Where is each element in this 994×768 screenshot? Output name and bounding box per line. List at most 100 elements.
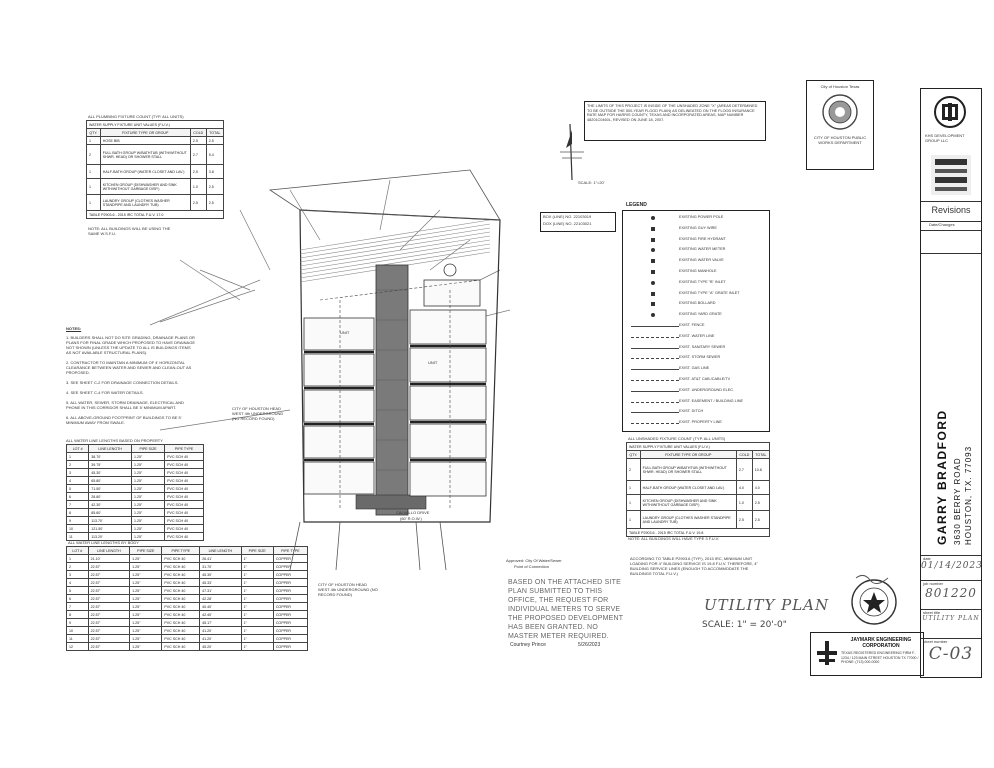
legend-item: EXIST. FENCE [623,321,769,332]
table-header: TOTAL [751,450,771,459]
table-cell: 1.25" [129,618,163,627]
table-cell: 1.25" [129,578,163,587]
water-table-2-title: ALL WATER LINE LENGTHS BY BODY [68,540,139,545]
legend-line-icon [631,369,679,371]
legend-symbol-icon [631,259,679,264]
city-stamp: City of Houston Texas CITY OF HOUSTON PU… [806,80,874,170]
city-stamp-text: CITY OF HOUSTON PUBLIC WORKS DEPARTMENT [813,135,867,145]
table-cell: 7 [65,500,90,509]
table-cell: 22.57' [87,562,131,571]
table-cell: 85.60' [88,508,132,517]
legend-item: EXIST. PROPERTY LINE [623,418,769,429]
water-table-1-title: ALL WATER LINE LENGTHS BASED ON PROPERTY [66,438,163,443]
notes-title: NOTES: [66,326,82,331]
table-cell: 10.8 [751,458,771,481]
table-header: FIXTURE TYPE OR GROUP [99,128,191,137]
street-row: (60' R.O.W.) [400,516,422,521]
table-cell: 8 [66,610,89,619]
table-cell: 22.57' [87,618,131,627]
legend-item: EXISTING POWER POLE [623,213,769,224]
plumbing-table-right-title: ALL UNSHADED FIXTURE COUNT (TYP. ALL UNI… [628,436,726,441]
table-cell: 10 [66,626,89,635]
company-name: KHS DEVELOPMENT GROUP LLC [925,133,965,143]
table-cell: COPPER [272,642,309,651]
legend-item: EXISTING WATER VALVE [623,256,769,267]
table-cell: 1" [240,578,274,587]
pe-seal-icon [851,574,897,625]
table-header: LINE LENGTH [87,546,131,555]
legend-item: EXISTING MANHOLE [623,267,769,278]
table-cell: LAUNDRY GROUP (CLOTHES WASHER STANDPIPE … [639,510,737,529]
legend-label: EXIST. EASEMENT / BUILDING LINE [679,398,744,403]
table-cell: 1.0 [735,494,753,511]
table-cell: 1 [86,164,101,179]
table-cell: 4 [66,578,89,587]
table-cell: PVC SCH 40 [161,626,201,635]
table-cell: 1" [240,594,274,603]
plumbing-table-title: ALL PLUMBING FIXTURE COUNT (TYP. ALL UNI… [88,114,184,119]
legend-label: EXISTING BOLLARD [679,301,716,306]
table-cell: PVC SCH 40 [161,642,201,651]
table-header: LINE LENGTH [88,444,132,453]
legend-symbol-icon [631,226,679,231]
date-value: 01/14/2023 [921,561,983,571]
table-cell: 42.28' [199,594,242,603]
table-cell: 2 [66,562,89,571]
table-cell: 4.0 [751,480,771,495]
revisions-subheader: Date/Changes [921,222,981,231]
legend-label: EXISTING POWER POLE [679,215,724,219]
engineer-details: TEXAS REGISTERED ENGINEERING FIRM F-1234… [841,651,919,664]
table-cell: 1" [240,570,274,579]
legend-label: EXISTING TYPE "A" GRATE INLET [679,290,740,295]
table-cell: COPPER [272,586,309,595]
plumbing-table-right: WATER SUPPLY FIXTURE UNIT VALUES (F.U.V.… [626,442,771,537]
date-label: date [923,556,931,561]
legend-title: LEGEND [626,202,647,208]
sheet-number-value: C-03 [928,644,974,664]
table-cell: 45.17' [199,618,242,627]
city-note-left: CITY OF HOUSTON HEAD WEST 4th UNDERGROUN… [232,406,284,421]
engineer-name: JAYMARK ENGINEERING CORPORATION [850,637,912,649]
sheet-title: UTILITY PLAN [704,596,830,614]
table-cell: 1 [86,136,101,145]
legend-item: EXIST. WATER LINE [623,332,769,343]
plumbing-table-right-note: NOTE: ALL BUILDINGS WILL HAVE TYPE 3 F.U… [628,536,720,541]
table-cell: 1 [65,452,90,461]
table-cell: 41.20' [199,626,242,635]
box-ref-2: DOX (LINE) NO. 22103021 [543,221,592,226]
table-cell: 9 [65,516,90,525]
table-cell: 5 [66,586,89,595]
legend-line-icon [631,326,679,327]
legend-item: EXISTING TYPE "B" INLET [623,278,769,289]
legend-item: EXISTING BOLLARD [623,299,769,310]
legend-item: EXIST. DITCH [623,407,769,418]
table-cell: 3 [66,570,89,579]
table-cell: PVC SCH 40 [161,610,201,619]
table-cell: HALF-BATH GROUP (WATER CLOSET AND LAV.) [639,480,737,495]
legend-item: EXIST. GAS LINE [623,364,769,375]
city-seal-icon [822,94,858,130]
table-cell: HOSE BIB [99,136,191,145]
table-cell: PVC SCH 40 [161,602,201,611]
table-cell: 1" [240,626,274,635]
table-cell: 22.57' [87,626,131,635]
job-value: 801220 [925,586,977,600]
table-cell: 1.25" [129,594,163,603]
table-header: LOT # [65,444,90,453]
legend-line-icon [631,412,679,414]
engineer-block: JAYMARK ENGINEERING CORPORATION TEXAS RE… [810,632,924,676]
table-cell: 1 [86,194,101,211]
flood-zone-note-text: THE LIMITS OF THIS PROJECT IS INSIDE OF … [587,104,758,122]
table-cell: 2.5 [189,136,207,145]
sheet-title-cell: sheet title UTILITY PLAN [921,610,981,639]
project-address-1: 3630 BERRY ROAD [953,457,962,545]
table-cell: 11 [65,532,90,541]
legend-symbol-icon [631,270,679,274]
project-name: GARRY BRADFORD [935,409,949,545]
box-ref-1: BOX (LINE) NO. 22103019 [543,214,592,219]
legend-label: EXIST. AT&T CAB./CABLE/TV [679,377,731,381]
table-cell: 1 [626,510,641,529]
